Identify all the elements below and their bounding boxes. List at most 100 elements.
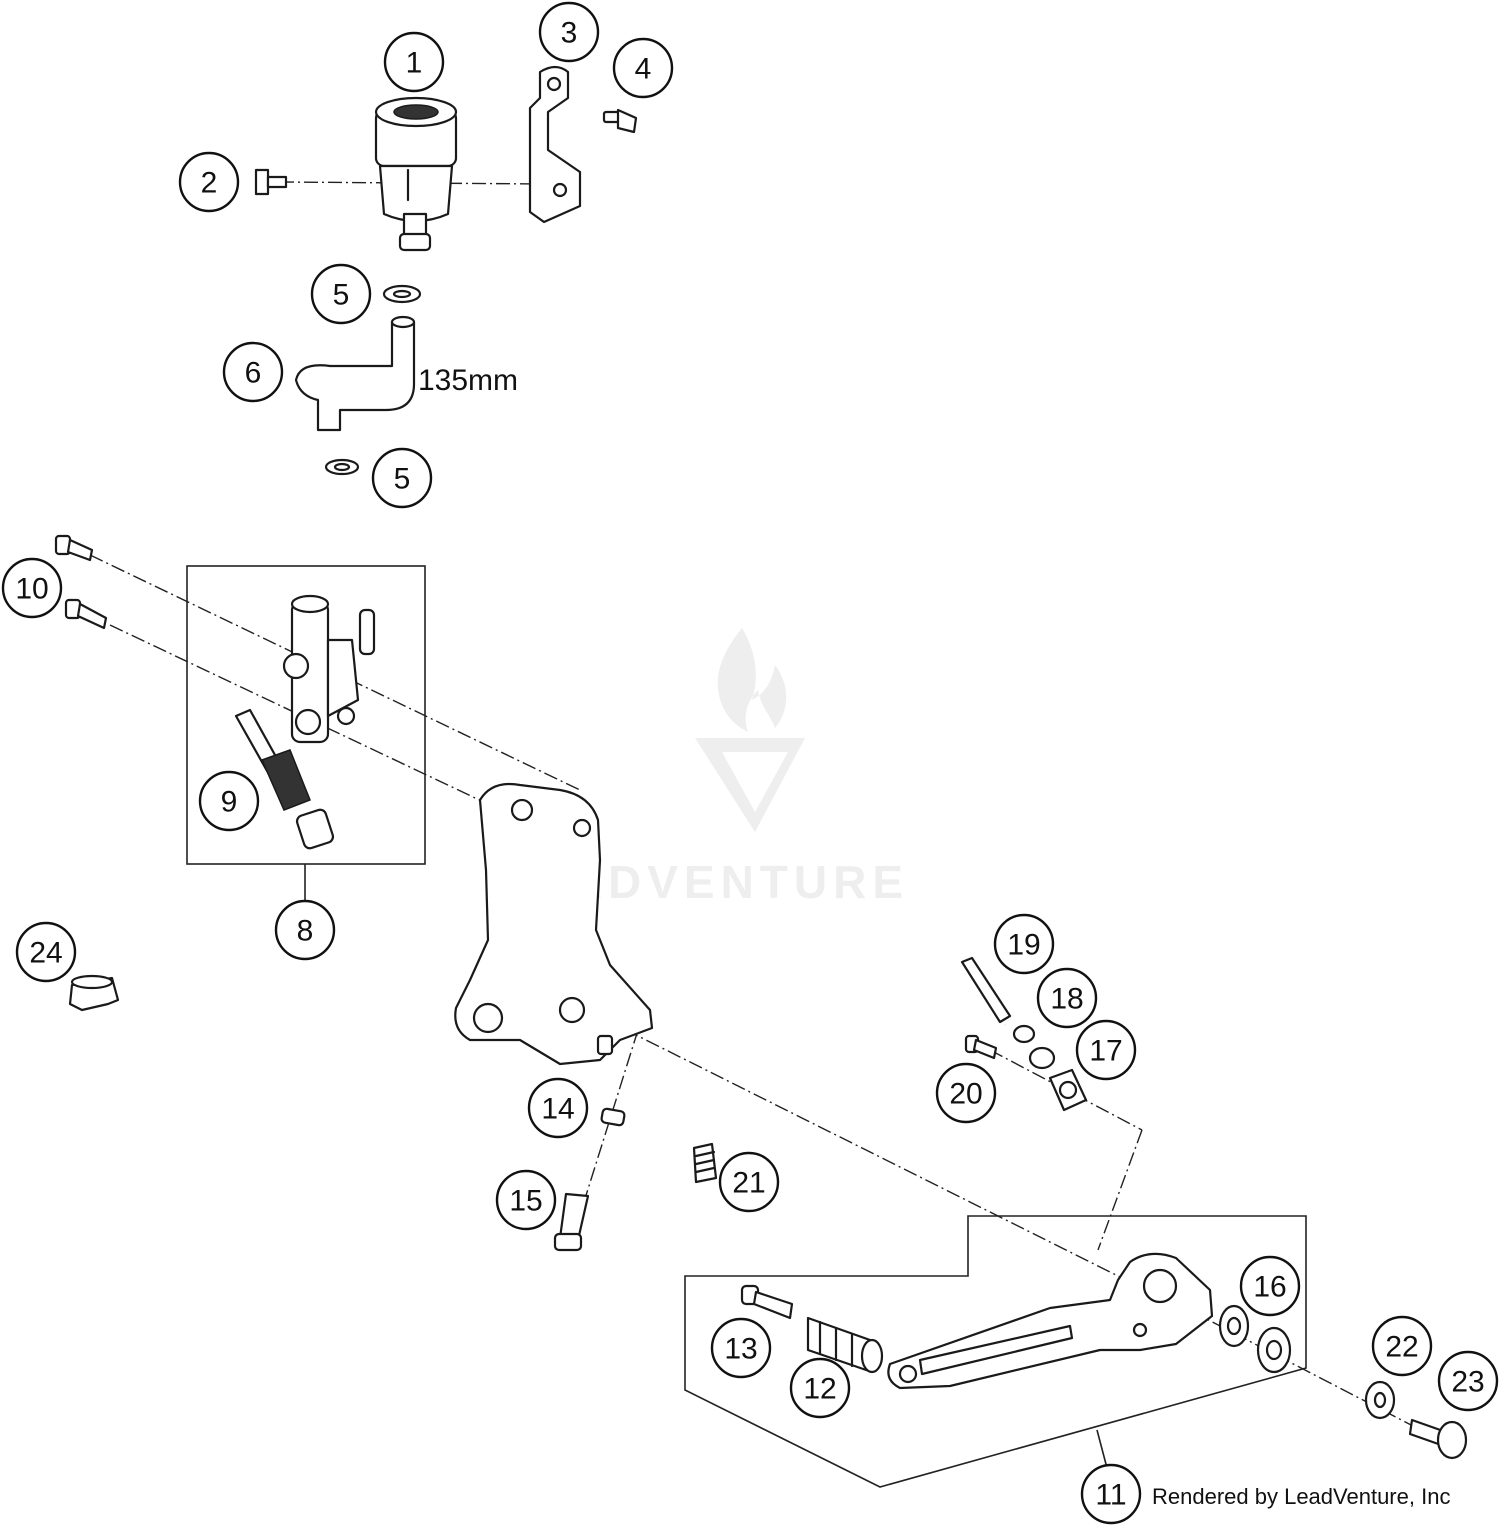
- callout-17: 17: [1075, 1019, 1137, 1081]
- callout-circle: [718, 1151, 780, 1213]
- callout-number: 16: [1253, 1271, 1286, 1304]
- pivot-bushing-part: [600, 1107, 626, 1127]
- hose-clamp-upper-part: [382, 284, 422, 304]
- callout-number: 10: [15, 573, 48, 606]
- screw-part: [254, 168, 288, 196]
- pedal-pivot-bolt-part: [1408, 1418, 1468, 1460]
- callout-number: 23: [1451, 1366, 1484, 1399]
- callout-4: 4: [612, 37, 674, 99]
- brake-pedal-group-frame: [684, 1215, 1307, 1488]
- callout-circle: [1, 557, 63, 619]
- callout-number: 1: [406, 47, 423, 80]
- callout-circle: [1075, 1019, 1137, 1081]
- callout-1: 1: [383, 31, 445, 93]
- callout-9: 9: [198, 770, 260, 832]
- callout-13: 13: [710, 1317, 772, 1379]
- callout-11: 11: [1080, 1463, 1142, 1525]
- callout-circle: [1371, 1315, 1433, 1377]
- callout-circle: [178, 151, 240, 213]
- callout-5: 5: [310, 263, 372, 325]
- pushrod-part: [234, 708, 335, 850]
- callout-number: 8: [297, 915, 314, 948]
- mounting-bolts-part: [54, 534, 108, 630]
- callout-circle: [310, 263, 372, 325]
- callout-number: 19: [1007, 929, 1040, 962]
- callout-23: 23: [1437, 1350, 1499, 1412]
- callout-number: 5: [333, 279, 350, 312]
- pedal-bushings-part: [1218, 1304, 1292, 1374]
- callout-circle: [371, 447, 433, 509]
- group-11-leader: [1096, 1429, 1108, 1469]
- callout-8: 8: [274, 899, 336, 961]
- callout-24: 24: [15, 921, 77, 983]
- footrest-bracket-part: [454, 782, 654, 1066]
- pivot-bolt-part: [553, 1192, 590, 1252]
- callout-circle: [789, 1357, 851, 1419]
- brake-pedal-part: [887, 1252, 1214, 1390]
- callout-5: 5: [371, 447, 433, 509]
- callout-circle: [222, 341, 284, 403]
- axis-adjuster-down: [1097, 1129, 1143, 1251]
- callout-number: 20: [949, 1078, 982, 1111]
- callout-number: 11: [1095, 1479, 1126, 1512]
- callout-number: 14: [541, 1093, 574, 1126]
- render-credit: Rendered by LeadVenture, Inc: [1152, 1484, 1450, 1509]
- brake-hose-part: [294, 315, 416, 432]
- callout-circle: [1080, 1463, 1142, 1525]
- callout-number: 2: [201, 167, 218, 200]
- callout-number: 9: [221, 786, 238, 819]
- callout-number: 21: [732, 1167, 765, 1200]
- axis-bushing: [1169, 1299, 1441, 1441]
- callout-circle: [1036, 967, 1098, 1029]
- hose-clamp-lower-part: [324, 458, 360, 476]
- callout-14: 14: [527, 1077, 589, 1139]
- callout-circle: [1239, 1255, 1301, 1317]
- callout-number: 13: [724, 1333, 757, 1366]
- nut-part: [1012, 1024, 1036, 1044]
- callout-22: 22: [1371, 1315, 1433, 1377]
- adjuster-pin-part: [960, 956, 1012, 1024]
- callout-circle: [935, 1062, 997, 1124]
- callout-number: 3: [561, 17, 578, 50]
- callout-circle: [495, 1169, 557, 1231]
- master-cylinder-part: [282, 594, 376, 744]
- callout-circle: [1437, 1350, 1499, 1412]
- callout-number: 6: [245, 357, 262, 390]
- callout-number: 24: [29, 937, 62, 970]
- axis-pedal-pivot: [581, 1007, 1151, 1293]
- callout-circle: [198, 770, 260, 832]
- hose-length-label: 135mm: [418, 364, 518, 397]
- callout-circle: [274, 899, 336, 961]
- callout-circle: [383, 31, 445, 93]
- callout-3: 3: [538, 1, 600, 63]
- callout-circle: [538, 1, 600, 63]
- callout-number: 17: [1089, 1035, 1122, 1068]
- callout-20: 20: [935, 1062, 997, 1124]
- reservoir-bracket-part: [528, 65, 582, 224]
- axis-pivot-bolt: [571, 1029, 639, 1241]
- flame-logo-icon: [717, 628, 787, 732]
- return-spring-part: [692, 1142, 718, 1184]
- adjuster-bolt-part: [964, 1034, 998, 1060]
- callout-6: 6: [222, 341, 284, 403]
- callout-number: 12: [803, 1373, 836, 1406]
- callout-number: 5: [394, 463, 411, 496]
- callout-circle: [612, 37, 674, 99]
- callout-12: 12: [789, 1357, 851, 1419]
- pedal-rubber-part: [806, 1316, 884, 1374]
- callout-18: 18: [1036, 967, 1098, 1029]
- callout-15: 15: [495, 1169, 557, 1231]
- callout-number: 22: [1385, 1331, 1418, 1364]
- bracket-bolt-part: [602, 108, 638, 134]
- footpeg-bolt-part: [740, 1284, 794, 1320]
- callout-circle: [527, 1077, 589, 1139]
- washer-part: [1364, 1380, 1396, 1420]
- adjuster-nut-part: [1028, 1046, 1056, 1070]
- callout-number: 4: [635, 53, 652, 86]
- callout-2: 2: [178, 151, 240, 213]
- callout-circle: [15, 921, 77, 983]
- callout-16: 16: [1239, 1255, 1301, 1317]
- callout-10: 10: [1, 557, 63, 619]
